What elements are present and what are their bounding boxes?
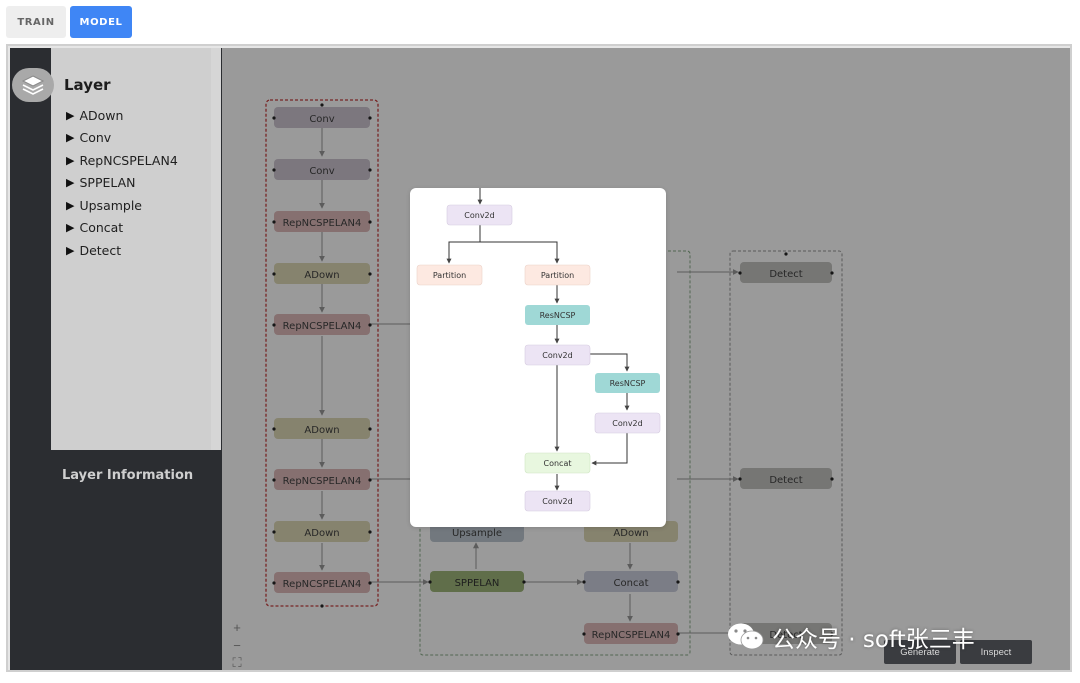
expand-triangle-icon: ▶ [66, 153, 75, 167]
layer-item-label: Concat [79, 220, 124, 236]
generate-button[interactable]: Generate [884, 640, 956, 664]
layer-item-adown[interactable]: ▶ ADown [66, 104, 178, 127]
node-repncspelan4-4[interactable]: RepNCSPELAN4 [272, 572, 372, 608]
popup-node-partition-right[interactable]: Partition [524, 264, 591, 286]
expand-triangle-icon: ▶ [66, 131, 75, 145]
node-label: Conv2d [464, 211, 494, 220]
zoom-controls: + − ⛶ 🔒 ⓘ [227, 618, 247, 671]
node-repncspelan4-neck[interactable]: RepNCSPELAN4 [582, 623, 680, 644]
popup-node-conv2d-mid[interactable]: Conv2d [524, 344, 591, 366]
tab-model[interactable]: MODEL [70, 6, 132, 38]
layer-item-label: RepNCSPELAN4 [79, 152, 178, 168]
node-label: Partition [541, 271, 574, 280]
node-label: Conv2d [612, 419, 642, 428]
node-repncspelan4-3[interactable]: RepNCSPELAN4 [272, 469, 372, 490]
node-label: Detect [769, 475, 802, 486]
node-adown-3[interactable]: ADown [272, 521, 372, 542]
popup-node-conv2d-top[interactable]: Conv2d [446, 204, 513, 226]
node-detect-2[interactable]: Detect [738, 468, 834, 489]
expand-triangle-icon: ▶ [66, 221, 75, 235]
popup-node-conv2d-bottom[interactable]: Conv2d [524, 490, 591, 512]
node-label: Concat [544, 459, 572, 468]
layer-item-label: Upsample [79, 197, 142, 213]
node-label: ADown [304, 528, 339, 539]
node-label: Concat [614, 578, 649, 589]
zoom-out-button[interactable]: − [233, 637, 241, 653]
node-label: RepNCSPELAN4 [283, 476, 362, 487]
layer-item-label: Conv [79, 130, 112, 146]
node-repncspelan4-1[interactable]: RepNCSPELAN4 [272, 211, 372, 232]
layer-item-label: SPPELAN [79, 175, 136, 191]
popup-node-resncsp-2[interactable]: ResNCSP [595, 373, 660, 393]
inspect-button[interactable]: Inspect [960, 640, 1032, 664]
zoom-in-button[interactable]: + [233, 619, 241, 635]
node-label: ResNCSP [540, 311, 576, 320]
node-label: Conv [309, 166, 334, 177]
expand-triangle-icon: ▶ [66, 243, 75, 257]
node-label: RepNCSPELAN4 [283, 579, 362, 590]
node-label: ADown [304, 425, 339, 436]
layer-item-label: ADown [79, 107, 124, 123]
tab-bar: TRAIN MODEL [6, 6, 132, 38]
expand-triangle-icon: ▶ [66, 176, 75, 190]
node-label: Upsample [452, 528, 502, 539]
popup-node-partition-left[interactable]: Partition [416, 264, 483, 286]
node-label: ADown [613, 528, 648, 539]
layer-item-concat[interactable]: ▶ Concat [66, 217, 178, 240]
expand-triangle-icon: ▶ [66, 108, 75, 122]
layer-detail-popup[interactable]: Conv2d Partition Partition ResNCSP Conv2… [410, 188, 666, 527]
layer-panel-scrollbar[interactable] [211, 48, 221, 450]
node-repncspelan4-2[interactable]: RepNCSPELAN4 [272, 314, 372, 335]
popup-node-concat[interactable]: Concat [524, 452, 591, 474]
tab-train[interactable]: TRAIN [6, 6, 66, 38]
node-label: ResNCSP [610, 379, 646, 388]
node-label: Partition [433, 271, 466, 280]
node-label: RepNCSPELAN4 [592, 630, 671, 641]
watermark-text: 公众号 · soft张三丰 [772, 627, 975, 653]
node-label: RepNCSPELAN4 [283, 321, 362, 332]
wechat-icon [728, 623, 764, 650]
popup-node-conv2d-right[interactable]: Conv2d [594, 412, 661, 434]
node-label: Conv2d [542, 497, 572, 506]
layer-panel [51, 48, 211, 450]
node-label: ADown [304, 270, 339, 281]
watermark: 公众号 · soft张三丰 [726, 620, 975, 654]
node-label: Conv [309, 114, 334, 125]
node-label: Detect [769, 630, 802, 641]
layer-title: Layer [64, 76, 111, 94]
node-label: SPPELAN [455, 578, 500, 589]
popup-node-resncsp-1[interactable]: ResNCSP [525, 305, 590, 325]
node-sppelan[interactable]: SPPELAN [428, 571, 526, 592]
fit-view-button[interactable]: ⛶ [232, 655, 242, 670]
node-conv-2[interactable]: Conv [272, 159, 372, 180]
expand-triangle-icon: ▶ [66, 198, 75, 212]
node-conv-1[interactable]: Conv [272, 103, 372, 128]
node-label: Conv2d [542, 351, 572, 360]
node-detect-1[interactable]: Detect [738, 252, 834, 283]
layers-icon[interactable] [12, 68, 54, 102]
node-label: Detect [769, 269, 802, 280]
node-adown-1[interactable]: ADown [272, 263, 372, 284]
layer-item-repncspelan4[interactable]: ▶ RepNCSPELAN4 [66, 149, 178, 172]
layer-item-label: Detect [79, 242, 122, 258]
layer-item-detect[interactable]: ▶ Detect [66, 239, 178, 262]
layer-item-conv[interactable]: ▶ Conv [66, 127, 178, 150]
layer-item-sppelan[interactable]: ▶ SPPELAN [66, 172, 178, 195]
node-adown-2[interactable]: ADown [272, 418, 372, 439]
layer-list: ▶ ADown ▶ Conv ▶ RepNCSPELAN4 ▶ SPPELAN ▶ Ups… [66, 104, 178, 262]
layer-item-upsample[interactable]: ▶ Upsample [66, 194, 178, 217]
head-group [729, 250, 843, 656]
node-concat-neck[interactable]: Concat [582, 571, 680, 592]
node-label: RepNCSPELAN4 [283, 218, 362, 229]
layer-information-title: Layer Information [62, 468, 194, 483]
